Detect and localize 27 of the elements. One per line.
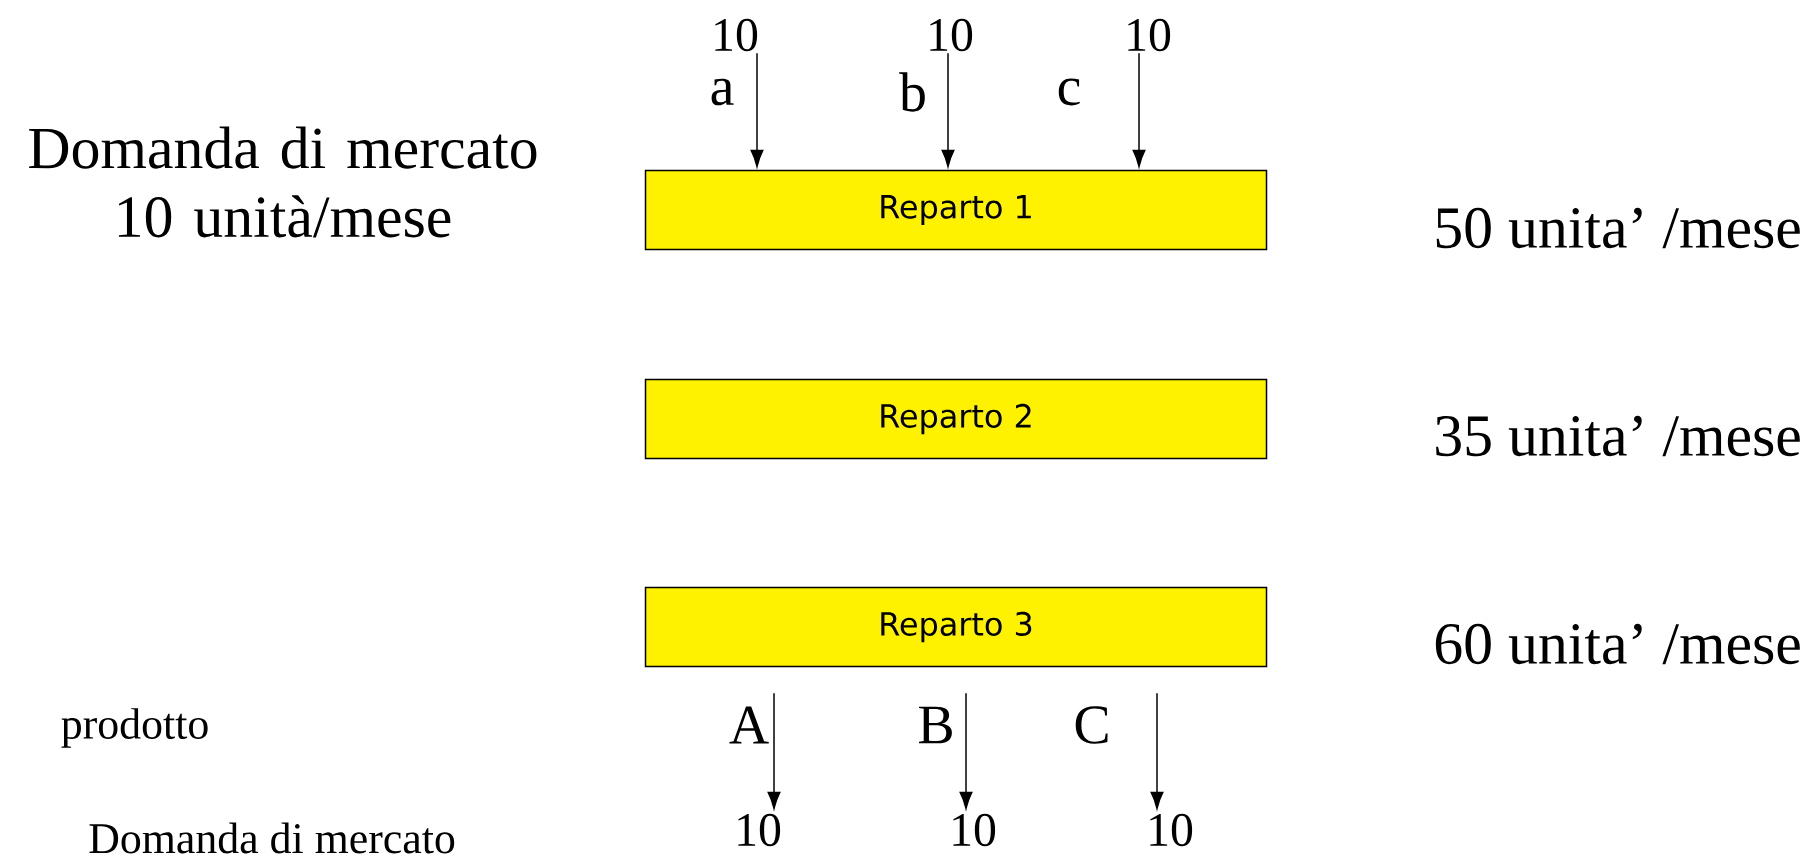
process-box: Reparto 2 <box>644 378 1268 460</box>
edge-label: b <box>899 72 925 112</box>
row-label: prodotto <box>61 708 208 748</box>
edge-label: c <box>1058 78 1080 106</box>
process-box: Reparto 3 <box>644 586 1268 668</box>
arrow <box>1150 692 1164 810</box>
arrow <box>941 52 955 168</box>
edge-label: A <box>729 706 769 744</box>
quantity-label: 10 <box>715 18 758 52</box>
left-heading: Domanda di mercato 10 unità/mese <box>29 126 537 238</box>
quantity-label: 10 <box>930 18 973 52</box>
arrow <box>767 692 781 810</box>
quantity-label: 10 <box>1150 813 1193 847</box>
edge-label: B <box>919 706 952 744</box>
arrow <box>959 692 973 810</box>
quantity-label: 10 <box>953 813 996 847</box>
capacity-label: 50 unita’ /mese <box>1436 207 1800 249</box>
capacity-label: 60 unita’ /mese <box>1435 623 1800 665</box>
quantity-label: 10 <box>738 813 781 847</box>
edge-label: C <box>1075 706 1108 744</box>
quantity-label: 10 <box>1128 18 1171 52</box>
arrow <box>750 52 764 168</box>
row-label: Domanda di mercato <box>89 822 455 854</box>
capacity-label: 35 unita’ /mese <box>1436 415 1800 457</box>
arrow <box>1132 52 1146 168</box>
edge-label: a <box>711 78 734 106</box>
process-box: Reparto 1 <box>644 169 1268 251</box>
